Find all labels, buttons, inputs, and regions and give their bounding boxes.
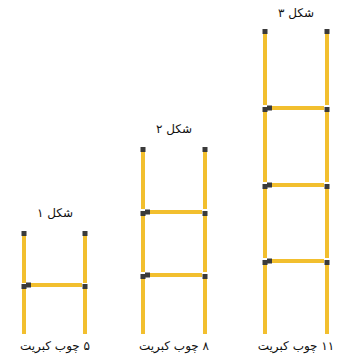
figure-title: شکل ۳ <box>278 6 314 20</box>
figure-3-matchsticks <box>263 29 330 334</box>
figure-2-matchsticks <box>141 147 208 334</box>
matchstick-count: ۸ چوب کبریت <box>139 339 209 353</box>
figure-title: شکل ۲ <box>156 122 192 136</box>
matchstick-count: ۵ چوب کبریت <box>20 339 90 353</box>
figure-title: شکل ۱ <box>37 206 73 220</box>
figure-1-matchsticks <box>22 231 88 334</box>
matchstick-count: ۱۱ چوب کبریت <box>258 339 335 353</box>
